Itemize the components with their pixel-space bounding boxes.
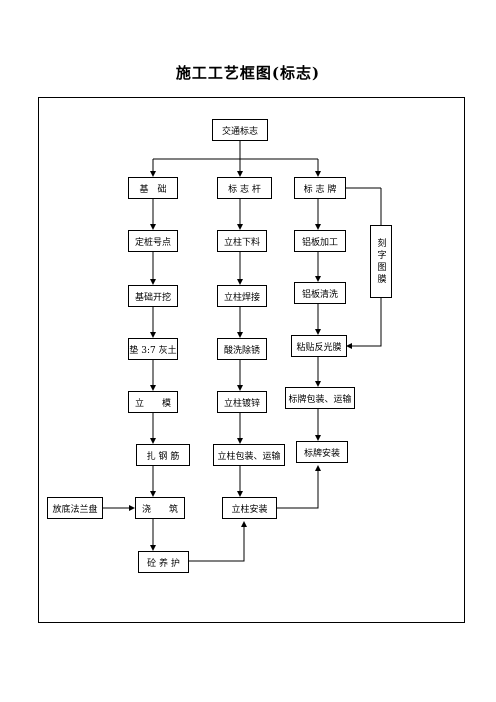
node-foundation: 基 础 (128, 177, 178, 199)
node-lime-soil: 垫 3:7 灰土 (128, 338, 178, 360)
node-board-packing: 标牌包装、运输 (285, 387, 355, 409)
node-sign-post: 标 志 杆 (217, 177, 272, 199)
node-concrete-curing: 砼 养 护 (138, 551, 189, 573)
diagram-frame (38, 97, 465, 623)
page-title: 施工工艺框图(标志) (175, 64, 321, 82)
node-aluminum-processing: 铝板加工 (294, 230, 346, 252)
node-post-welding: 立柱焊接 (217, 285, 267, 307)
node-post-packing: 立柱包装、运输 (213, 444, 285, 466)
node-galvanizing: 立柱镀锌 (217, 391, 267, 413)
node-sign-board: 标 志 牌 (294, 177, 346, 199)
node-post-install: 立柱安装 (222, 497, 277, 519)
node-rebar: 扎 钢 筋 (136, 444, 190, 466)
node-flange-plate: 放底法兰盘 (47, 497, 103, 519)
node-formwork: 立 模 (128, 391, 178, 413)
node-traffic-sign: 交通标志 (212, 119, 268, 141)
node-board-install: 标牌安装 (296, 441, 348, 463)
node-excavation: 基础开挖 (128, 285, 178, 307)
node-pouring: 浇 筑 (135, 497, 185, 519)
node-post-cutting: 立柱下料 (217, 230, 267, 252)
node-pickling: 酸洗除锈 (217, 338, 267, 360)
node-stake-marking: 定桩号点 (128, 230, 178, 252)
node-aluminum-cleaning: 铝板清洗 (294, 282, 346, 304)
node-engraving-film: 刻字图膜 (370, 225, 392, 298)
node-reflective-film: 粘贴反光膜 (291, 335, 347, 357)
